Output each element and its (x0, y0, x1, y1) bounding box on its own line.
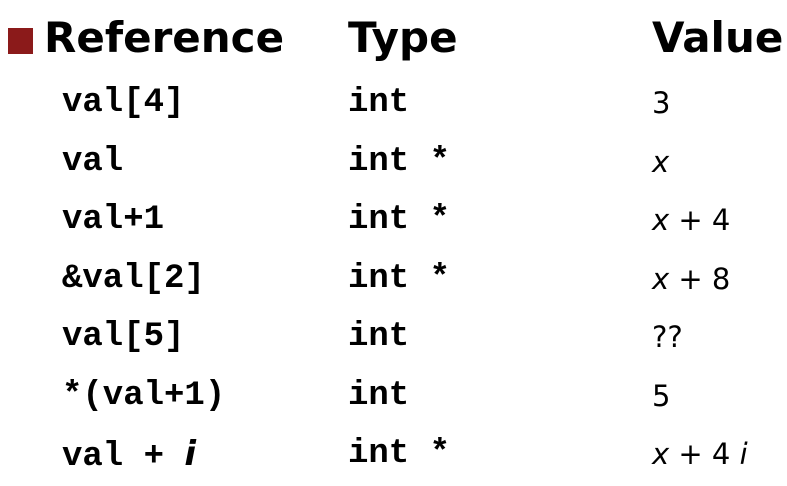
type-cell: int (348, 84, 410, 122)
table-row: val + i int * x + 4 i (0, 425, 787, 483)
value-offset: + 4 (669, 437, 740, 471)
reference-cell: val + i (62, 425, 196, 486)
bullet-square (8, 28, 33, 54)
value-variable: x (652, 437, 670, 471)
table-row: val+1 int * x + 4 (0, 191, 787, 249)
reference-header: Reference (44, 13, 285, 62)
reference-cell: val (62, 143, 124, 181)
type-cell: int * (348, 260, 451, 298)
value-cell: x (652, 133, 669, 191)
value-cell: x + 4 i (652, 425, 748, 483)
value-variable: x (652, 203, 670, 237)
table-row: val[4] int 3 (0, 74, 787, 132)
value-cell: 3 (652, 86, 671, 120)
value-variable: x (652, 262, 670, 296)
value-cell: 5 (652, 379, 671, 413)
value-offset: + 4 (669, 203, 731, 237)
value-variable: x (652, 145, 670, 179)
table-row: &val[2] int * x + 8 (0, 250, 787, 308)
reference-cell: val+1 (62, 201, 165, 239)
reference-cell: *(val+1) (62, 377, 226, 415)
type-cell: int * (348, 435, 451, 473)
value-cell: x + 8 (652, 250, 730, 308)
value-cell: ?? (652, 320, 683, 354)
value-offset: + 8 (669, 262, 731, 296)
type-header: Type (348, 13, 458, 62)
type-cell: int (348, 318, 410, 356)
table-row: *(val+1) int 5 (0, 367, 787, 425)
table-row: val[5] int ?? (0, 308, 787, 366)
type-cell: int * (348, 201, 451, 239)
reference-cell: val[5] (62, 318, 185, 356)
reference-expression: val + (62, 438, 185, 476)
type-cell: int (348, 377, 410, 415)
value-cell: x + 4 (652, 191, 730, 249)
value-header: Value (652, 13, 784, 62)
reference-variable: i (184, 434, 197, 474)
value-variable-index: i (739, 437, 748, 471)
type-cell: int * (348, 143, 451, 181)
slide: Reference Type Value val[4] int 3 val in… (0, 13, 787, 476)
reference-cell: val[4] (62, 84, 185, 122)
reference-cell: &val[2] (62, 260, 205, 298)
table-row: val int * x (0, 133, 787, 191)
